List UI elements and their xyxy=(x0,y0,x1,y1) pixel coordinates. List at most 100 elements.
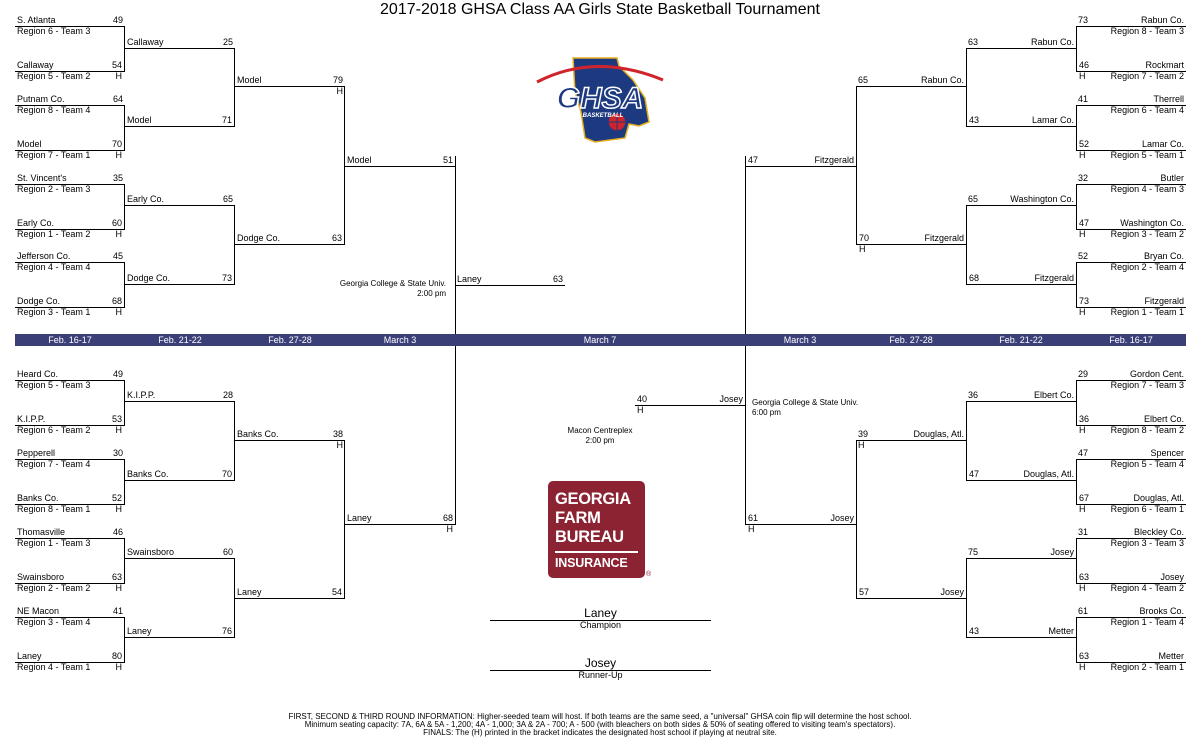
host-marker: H xyxy=(1079,662,1086,672)
date-label: March 3 xyxy=(783,335,817,345)
team-slot: Early Co. 60 Region 1 - Team 2 H xyxy=(15,218,125,239)
team-score: 36 xyxy=(968,390,979,400)
team-name: NE Macon xyxy=(17,606,60,616)
host-marker: H xyxy=(1079,150,1086,160)
team-name: Model xyxy=(17,139,42,149)
team-score: 51 xyxy=(442,155,453,165)
team-score: 63 xyxy=(1079,572,1090,582)
team-slot: Lamar Co. 52 Region 5 - Team 1 H xyxy=(1076,139,1186,160)
team-seed: Region 2 - Team 4 xyxy=(1110,262,1184,272)
team-name: Josey xyxy=(830,513,854,523)
team-name: Washington Co. xyxy=(1120,218,1184,228)
team-seed: Region 1 - Team 2 xyxy=(17,229,91,239)
team-score: 63 xyxy=(552,274,563,284)
team-score: 41 xyxy=(112,606,123,616)
runner-up-name: Josey xyxy=(584,656,617,670)
team-name: Gordon Cent. xyxy=(1129,369,1184,379)
team-score: 38 xyxy=(332,429,343,439)
team-seed: Region 2 - Team 2 xyxy=(17,583,91,593)
team-slot: Josey 63 Region 4 - Team 2 H xyxy=(1076,572,1186,593)
team-score: 52 xyxy=(1079,139,1090,149)
team-slot: Spencer 47 Region 5 - Team 4 xyxy=(1076,448,1186,469)
team-slot: St. Vincent's 35 Region 2 - Team 3 xyxy=(15,173,125,194)
team-seed: Region 6 - Team 4 xyxy=(1110,105,1184,115)
team-slot: Fitzgerald 70 H xyxy=(856,233,966,254)
host-marker: H xyxy=(637,405,644,415)
team-name: Washington Co. xyxy=(1010,194,1074,204)
team-score: 43 xyxy=(969,626,980,636)
team-score: 40 xyxy=(637,394,648,404)
team-score: 70 xyxy=(859,233,870,243)
team-slot: Banks Co. 70 xyxy=(125,469,235,481)
team-score: 47 xyxy=(1079,218,1090,228)
team-name: Douglas, Atl. xyxy=(1133,493,1184,503)
team-score: 57 xyxy=(859,587,870,597)
team-name: Model xyxy=(127,115,152,125)
team-slot: Swainsboro 63 Region 2 - Team 2 H xyxy=(15,572,125,593)
date-label: Feb. 27-28 xyxy=(268,335,312,345)
team-name: Rabun Co. xyxy=(1030,37,1074,47)
team-score: 39 xyxy=(858,429,869,439)
team-score: 63 xyxy=(968,37,979,47)
team-slot: Douglas, Atl. 47 xyxy=(966,469,1076,481)
ghsa-logo-text: GHSA xyxy=(557,82,644,115)
team-name: K.I.P.P. xyxy=(127,390,156,400)
team-seed: Region 3 - Team 2 xyxy=(1110,229,1184,239)
team-score: 32 xyxy=(1078,173,1089,183)
team-seed: Region 6 - Team 1 xyxy=(1110,504,1184,514)
team-name: Banks Co. xyxy=(127,469,169,479)
team-slot: Laney 68 H xyxy=(345,513,456,534)
footer-line: FIRST, SECOND & THIRD ROUND INFORMATION:… xyxy=(288,712,912,721)
team-score: 60 xyxy=(111,218,122,228)
team-slot: Pepperell 30 Region 7 - Team 4 xyxy=(15,448,125,469)
team-name: Lamar Co. xyxy=(1141,139,1184,149)
team-score: 52 xyxy=(111,493,122,503)
team-score: 52 xyxy=(1078,251,1089,261)
team-slot: Fitzgerald 47 xyxy=(745,155,856,167)
team-slot: Swainsboro 60 xyxy=(125,547,235,559)
team-score: 45 xyxy=(112,251,123,261)
team-name: Therrell xyxy=(1153,94,1184,104)
host-marker: H xyxy=(336,440,344,450)
team-slot: Putnam Co. 64 Region 8 - Team 4 xyxy=(15,94,125,115)
team-score: 53 xyxy=(111,414,122,424)
team-slot: Jefferson Co. 45 Region 4 - Team 4 xyxy=(15,251,125,272)
team-seed: Region 7 - Team 1 xyxy=(17,150,91,160)
team-slot: Metter 63 Region 2 - Team 1 H xyxy=(1076,651,1186,672)
team-name: St. Vincent's xyxy=(17,173,67,183)
team-name: Elbert Co. xyxy=(1143,414,1184,424)
logo-insurance: INSURANCE xyxy=(555,556,628,570)
champion-label: Champion xyxy=(579,620,622,630)
team-seed: Region 6 - Team 2 xyxy=(17,425,91,435)
host-marker: H xyxy=(1079,71,1086,81)
team-name: Dodge Co. xyxy=(127,273,171,283)
team-score: 65 xyxy=(222,194,233,204)
page-title: 2017-2018 GHSA Class AA Girls State Bask… xyxy=(380,1,820,18)
team-score: 73 xyxy=(1078,15,1089,25)
team-slot: Model 70 Region 7 - Team 1 H xyxy=(15,139,125,160)
team-seed: Region 8 - Team 1 xyxy=(17,504,91,514)
team-name: Thomasville xyxy=(17,527,66,537)
team-name: Bryan Co. xyxy=(1143,251,1184,261)
team-seed: Region 8 - Team 2 xyxy=(1110,425,1184,435)
champion-name: Laney xyxy=(584,606,617,620)
venue-time: 6:00 pm xyxy=(752,408,781,417)
champion-line xyxy=(490,606,711,621)
team-name: K.I.P.P. xyxy=(17,414,46,424)
venue-final: Macon Centreplex 2:00 pm xyxy=(540,426,660,446)
host-marker: H xyxy=(1079,583,1086,593)
team-slot: Dodge Co. 68 Region 3 - Team 1 H xyxy=(15,296,125,317)
team-score: 46 xyxy=(112,527,123,537)
host-marker: H xyxy=(1079,229,1086,239)
team-name: Elbert Co. xyxy=(1033,390,1074,400)
team-name: Model xyxy=(237,75,262,85)
team-name: Spencer xyxy=(1150,448,1184,458)
team-seed: Region 3 - Team 1 xyxy=(17,307,91,317)
semifinal-left-slot: Laney 63 xyxy=(455,274,565,286)
team-seed: Region 5 - Team 2 xyxy=(17,71,91,81)
team-seed: Region 7 - Team 2 xyxy=(1110,71,1184,81)
team-score: 71 xyxy=(221,115,232,125)
team-name: Callaway xyxy=(17,60,54,70)
team-score: 61 xyxy=(748,513,759,523)
team-name: Early Co. xyxy=(127,194,165,204)
